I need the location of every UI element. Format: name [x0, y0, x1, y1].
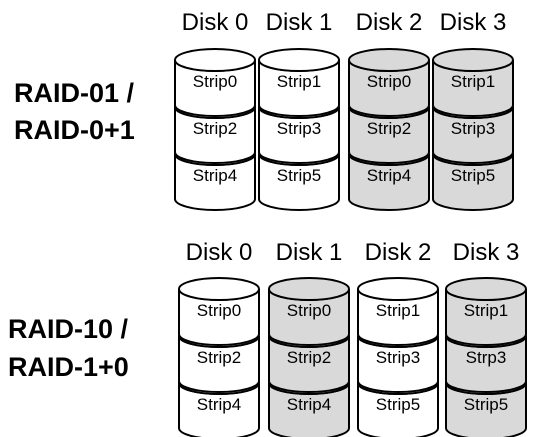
- cylinder-top: [268, 277, 350, 301]
- cylinder-top: [178, 277, 260, 301]
- disk-label: Disk 2: [356, 9, 423, 36]
- strip-label: Strip3: [376, 348, 420, 367]
- strip-label: Strip0: [197, 301, 241, 320]
- disk-2: Disk 2 Strip5 Strip3 Strip1: [357, 239, 439, 437]
- strip-label: Strip2: [287, 348, 331, 367]
- strip-band: Strip0: [174, 48, 256, 117]
- strip-band: Strip1: [432, 48, 514, 117]
- disk-label: Disk 0: [182, 9, 249, 36]
- strip-label: Strip2: [193, 119, 237, 138]
- disk-0: Disk 0 Strip4 Strip2 Strip0: [178, 239, 260, 437]
- strip-band: Strip1: [258, 48, 340, 117]
- disk-3: Disk 3 Strip5 Strip3 Strip1: [432, 9, 514, 211]
- strip-label: Strip4: [197, 395, 241, 414]
- strip-label: Strip5: [376, 395, 420, 414]
- disk-label: Disk 1: [276, 239, 343, 266]
- strip-band: Strip1: [357, 277, 439, 346]
- cylinder-top: [174, 48, 256, 72]
- strip-band: Strip1: [445, 277, 527, 346]
- cylinder-top: [258, 48, 340, 72]
- strip-label: Strp3: [466, 348, 507, 367]
- disk-0: Disk 0 Strip4 Strip2 Strip0: [174, 9, 256, 211]
- strip-label: Strip2: [367, 119, 411, 138]
- strip-label: Strip1: [376, 301, 420, 320]
- strip-band: Strip0: [178, 277, 260, 346]
- disk-2: Disk 2 Strip4 Strip2 Strip0: [348, 9, 430, 211]
- strip-label: Strip4: [193, 166, 237, 185]
- strip-label: Strip4: [287, 395, 331, 414]
- disk-1: Disk 1 Strip5 Strip3 Strip1: [258, 9, 340, 211]
- strip-label: Strip1: [277, 72, 321, 91]
- strip-label: Strip0: [367, 72, 411, 91]
- strip-label: Strip1: [451, 72, 495, 91]
- strip-label: Strip2: [197, 348, 241, 367]
- raid-level-label: RAID-1+0: [8, 352, 129, 382]
- strip-label: Strip5: [451, 166, 495, 185]
- disk-label: Disk 1: [266, 9, 333, 36]
- strip-label: Strip0: [287, 301, 331, 320]
- strip-band: Strip0: [348, 48, 430, 117]
- disk-label: Disk 3: [440, 9, 507, 36]
- strip-label: Strip3: [451, 119, 495, 138]
- disk-label: Disk 3: [453, 239, 520, 266]
- cylinder-top: [357, 277, 439, 301]
- cylinder-top: [432, 48, 514, 72]
- disk-label: Disk 0: [186, 239, 253, 266]
- disk-label: Disk 2: [365, 239, 432, 266]
- strip-label: Strip3: [277, 119, 321, 138]
- strip-label: Strip5: [464, 395, 508, 414]
- strip-label: Strip5: [277, 166, 321, 185]
- strip-label: Strip0: [193, 72, 237, 91]
- raid-level-label: RAID-10 /: [8, 314, 129, 344]
- disk-1: Disk 1 Strip4 Strip2 Strip0: [268, 239, 350, 437]
- raid-level-label: RAID-0+1: [14, 115, 135, 145]
- strip-label: Strip1: [464, 301, 508, 320]
- raid-level-label: RAID-01 /: [14, 78, 135, 108]
- strip-band: Strip0: [268, 277, 350, 346]
- cylinder-top: [445, 277, 527, 301]
- cylinder-top: [348, 48, 430, 72]
- disk-3: Disk 3 Strip5 Strp3 Strip1: [445, 239, 527, 437]
- strip-label: Strip4: [367, 166, 411, 185]
